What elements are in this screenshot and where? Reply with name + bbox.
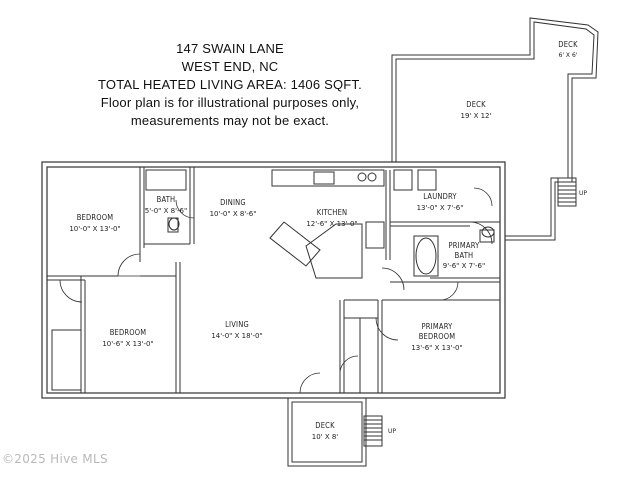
kitchen-counters: [271, 169, 385, 249]
primary-bedroom-name-2: BEDROOM: [419, 332, 456, 341]
laundry-dims: 13'-0" X 7'-6": [417, 204, 464, 212]
bath-fixtures: [145, 169, 495, 277]
disclaimer-line-2: measurements may not be exact.: [130, 113, 330, 128]
lower-deck-outline: [287, 397, 383, 467]
plan-header: 147 SWAIN LANE WEST END, NC TOTAL HEATED…: [60, 40, 400, 130]
up-label-right: UP: [579, 190, 587, 197]
dining-name: DINING: [220, 198, 246, 207]
area-line: TOTAL HEATED LIVING AREA: 1406 SQFT.: [98, 77, 362, 92]
bath-name: BATH: [157, 195, 176, 204]
kitchen-dims: 12'-6" X 13'-0": [306, 220, 357, 228]
deck-small-name: DECK: [558, 40, 578, 49]
deck-upper-name: DECK: [466, 100, 486, 109]
laundry-name: LAUNDRY: [423, 192, 457, 201]
city-line: WEST END, NC: [181, 59, 279, 74]
up-label-bottom: UP: [388, 428, 396, 435]
bath-dims: 5'-0" X 8'-6": [145, 207, 187, 215]
primary-bedroom-dims: 13'-6" X 13'-0": [411, 344, 462, 352]
primary-bath-name-2: BATH: [455, 251, 474, 260]
bedroom2-name: BEDROOM: [110, 328, 147, 337]
address-line: 147 SWAIN LANE: [176, 41, 284, 56]
watermark: ©2025 Hive MLS: [2, 452, 108, 466]
deck-small-dims: 6' X 6': [559, 52, 578, 59]
upper-deck-outline: [391, 17, 599, 241]
deck-upper-dims: 19' X 12': [461, 112, 492, 120]
living-name: LIVING: [225, 320, 249, 329]
living-dims: 14'-0" X 18'-0": [211, 332, 262, 340]
primary-bath-dims: 9'-6" X 7'-6": [443, 262, 485, 270]
deck-lower-dims: 10' X 8': [312, 433, 339, 441]
bedroom2-dims: 10'-6" X 13'-0": [102, 340, 153, 348]
bedroom1-name: BEDROOM: [77, 213, 114, 222]
door-swings: [59, 187, 493, 394]
right-stairs: [557, 177, 577, 207]
dining-dims: 10'-0" X 8'-6": [210, 210, 257, 218]
disclaimer-line-1: Floor plan is for illustrational purpose…: [100, 95, 360, 110]
deck-lower-name: DECK: [315, 421, 335, 430]
primary-bath-name: PRIMARY: [449, 241, 481, 250]
primary-bedroom-name: PRIMARY: [422, 322, 454, 331]
kitchen-name: KITCHEN: [317, 208, 348, 217]
bedroom1-dims: 10'-0" X 13'-0": [69, 225, 120, 233]
interior-walls: [47, 167, 500, 393]
